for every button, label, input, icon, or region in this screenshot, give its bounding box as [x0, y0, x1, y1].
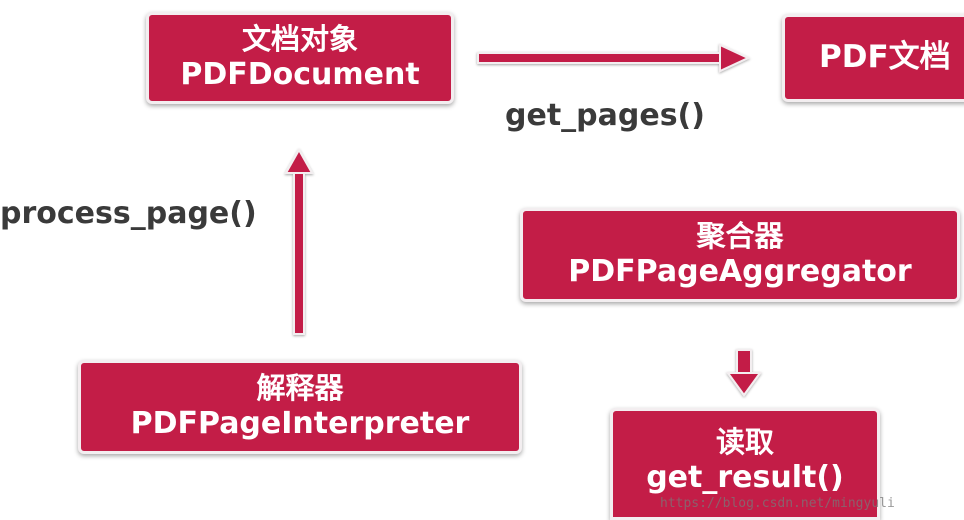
- pdf-document-node: PDF文档: [782, 14, 964, 102]
- arrow-document-to-pdf: [477, 43, 751, 73]
- interpreter-node: 解释器 PDFPageInterpreter: [78, 360, 522, 454]
- document-node-cn-label: 文档对象: [241, 22, 358, 57]
- interpreter-node-cn-label: 解释器: [256, 371, 344, 406]
- pdf-document-node-label: PDF文档: [819, 39, 951, 76]
- arrow-aggregator-to-result: [726, 349, 762, 397]
- result-node-cn-label: 读取: [715, 425, 774, 459]
- watermark: https://blog.csdn.net/mingyuli: [660, 496, 895, 511]
- aggregator-node: 聚合器 PDFPageAggregator: [520, 208, 960, 302]
- arrow-interpreter-to-document: [284, 147, 314, 335]
- process-page-label: process_page(): [0, 196, 257, 231]
- aggregator-node-en-label: PDFPageAggregator: [568, 254, 912, 290]
- get-pages-label: get_pages(): [505, 98, 705, 133]
- result-node-en-label: get_result(): [646, 460, 844, 496]
- document-node: 文档对象 PDFDocument: [146, 12, 454, 104]
- interpreter-node-en-label: PDFPageInterpreter: [130, 406, 470, 442]
- aggregator-node-cn-label: 聚合器: [696, 219, 784, 254]
- document-node-en-label: PDFDocument: [180, 57, 420, 93]
- result-node: 读取 get_result(): [610, 408, 880, 520]
